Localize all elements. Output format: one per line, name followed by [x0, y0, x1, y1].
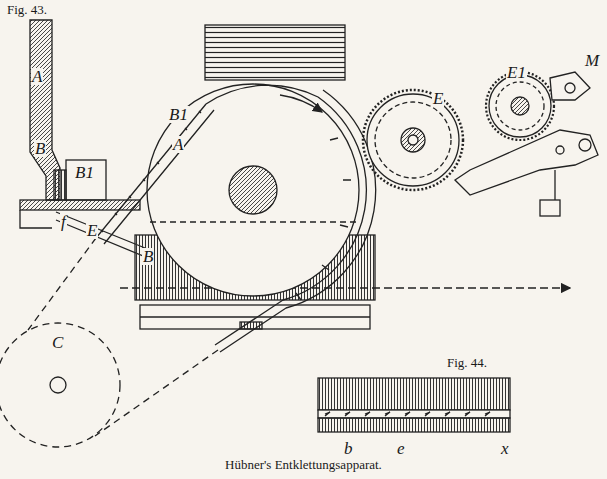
part-letter: M	[584, 52, 600, 69]
part-letter: B1	[168, 106, 189, 123]
part-letter: A	[31, 68, 43, 85]
part-letter: e	[396, 440, 406, 457]
figure-number: Fig. 44.	[446, 356, 488, 369]
part-letter: B1	[74, 164, 95, 181]
part-letter: E1	[506, 64, 527, 81]
part-letter: B	[34, 140, 46, 157]
figure-number: Fig. 43.	[6, 3, 48, 16]
part-letter: f	[60, 213, 67, 230]
part-letter: A	[172, 136, 184, 153]
part-letter: b	[343, 440, 354, 457]
part-letter: E	[432, 90, 444, 107]
part-letter: E	[86, 222, 98, 239]
figure-caption: Hübner's Entklettungsapparat.	[224, 458, 383, 471]
part-letter: C	[51, 334, 64, 351]
part-letter: B	[142, 248, 154, 265]
part-letter: x	[500, 440, 510, 457]
